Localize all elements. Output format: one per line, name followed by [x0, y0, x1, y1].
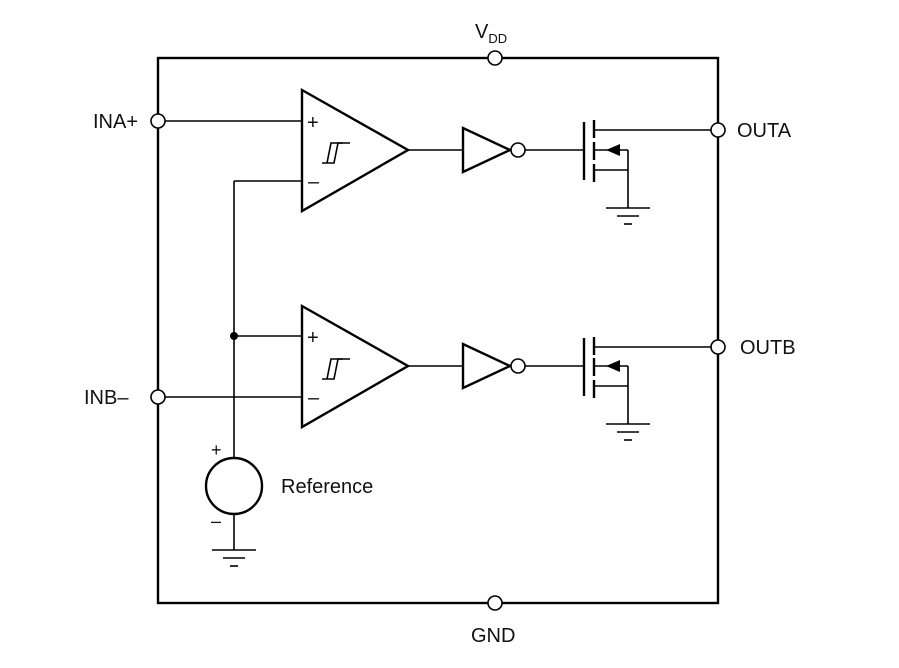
comparator-b-plus: + — [307, 327, 319, 349]
junction-dot — [230, 332, 238, 340]
comparator-b-minus: – — [308, 387, 320, 409]
outb-label: OUTB — [740, 337, 796, 359]
outa-pin — [710, 122, 726, 138]
ina-label: INA+ — [93, 111, 138, 133]
gnd-label: GND — [471, 625, 515, 647]
reference-plus-sign: + — [211, 440, 222, 460]
outa-label: OUTA — [737, 120, 792, 142]
chip-outline — [156, 56, 720, 605]
inverter-a — [461, 126, 513, 174]
ina-pin — [150, 113, 166, 129]
inb-label: INB– — [84, 387, 129, 409]
comparator-b — [300, 303, 411, 430]
comparator-a-minus: – — [308, 171, 320, 193]
outb-pin — [710, 339, 726, 355]
reference-ground-icon — [212, 549, 256, 567]
gnd-pin — [487, 595, 503, 611]
hysteresis-icon-a — [322, 142, 350, 164]
reference-minus-sign: – — [211, 511, 221, 531]
inverter-a-bubble — [510, 142, 526, 158]
vdd-pin — [487, 50, 503, 66]
nmos-transistor-a — [582, 120, 711, 208]
nmos-transistor-b — [582, 337, 711, 424]
comparator-a-plus: + — [307, 112, 319, 134]
comparator-a — [300, 87, 411, 214]
reference-label: Reference — [281, 476, 373, 498]
hysteresis-icon-b — [322, 358, 350, 380]
reference-source — [204, 456, 264, 516]
inverter-b-bubble — [510, 358, 526, 374]
inb-pin — [150, 389, 166, 405]
vdd-label: VDD — [475, 21, 507, 46]
inverter-b — [461, 342, 513, 390]
ground-icon-b — [606, 423, 650, 441]
ground-icon-a — [606, 207, 650, 225]
